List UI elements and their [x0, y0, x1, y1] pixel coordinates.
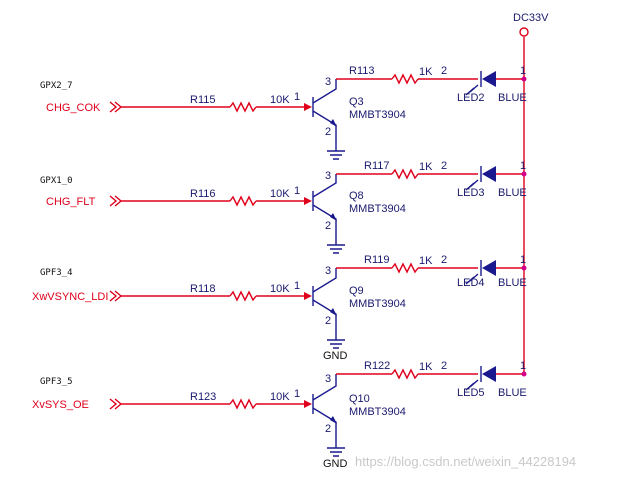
led-resistor: [391, 368, 419, 380]
collector-pin-number: 3: [325, 76, 331, 88]
base-driver: [109, 377, 346, 457]
base-driver: [109, 80, 346, 160]
led-light-icon: [465, 179, 479, 191]
transistor-part: MMBT3904: [349, 298, 406, 310]
led-light-icon: [465, 273, 479, 285]
base-resistor-ref: R123: [190, 391, 216, 403]
emitter-pin-number: 2: [325, 315, 331, 327]
led-resistor: [391, 168, 419, 180]
base-resistor-value: 10K: [270, 94, 290, 106]
led-resistor-value: 1K: [419, 161, 433, 173]
led-resistor-value: 1K: [419, 255, 433, 267]
led-resistor: [391, 73, 419, 85]
led-resistor: [391, 262, 419, 274]
led-color: BLUE: [498, 187, 527, 199]
base-resistor-value: 10K: [270, 283, 290, 295]
emitter-pin-number: 2: [325, 423, 331, 435]
base-resistor-value: 10K: [270, 188, 290, 200]
led-color: BLUE: [498, 92, 527, 104]
transistor-part: MMBT3904: [349, 109, 406, 121]
transistor-ref: Q3: [349, 96, 364, 108]
junction-dot: [521, 265, 527, 271]
collector-pin-number: 3: [325, 170, 331, 182]
anode-pin-number: 1: [520, 65, 526, 77]
led-ref: LED3: [457, 187, 485, 199]
base-resistor-ref: R116: [190, 188, 215, 200]
led-resistor-value: 1K: [419, 361, 433, 373]
base-resistor-value: 10K: [270, 391, 290, 403]
transistor-ref: Q10: [349, 393, 370, 405]
collector-pin-number: 3: [325, 265, 331, 277]
port-label: GPF3_4: [40, 268, 73, 278]
led-resistor-ref: R119: [364, 254, 389, 266]
led-light-icon: [465, 379, 479, 391]
led-light-icon: [465, 84, 479, 96]
port-label: GPX1_0: [40, 176, 73, 186]
led-pin-number: 2: [441, 360, 447, 372]
emitter-pin-number: 2: [325, 126, 331, 138]
collector-pin-number: 3: [325, 373, 331, 385]
led-ref: LED4: [457, 277, 485, 289]
transistor-part: MMBT3904: [349, 203, 406, 215]
base-pin-number: 1: [294, 91, 300, 103]
base-driver: [109, 269, 346, 349]
net-label: CHG_FLT: [46, 196, 96, 208]
led-diode-icon: [482, 260, 496, 276]
led-pin-number: 2: [441, 65, 447, 77]
base-resistor-ref: R115: [190, 94, 215, 106]
base-driver: [109, 174, 346, 254]
transistor-ref: Q9: [349, 285, 364, 297]
led-resistor-ref: R113: [349, 65, 374, 77]
led-color: BLUE: [498, 387, 527, 399]
led-diode-icon: [482, 71, 496, 87]
net-label: XwVSYNC_LDI: [32, 291, 108, 303]
transistor-ref: Q8: [349, 190, 364, 202]
anode-pin-number: 1: [520, 160, 526, 172]
junction-dot: [521, 371, 527, 377]
net-label: XvSYS_OE: [32, 399, 89, 411]
base-resistor-ref: R118: [190, 283, 215, 295]
supply-terminal: [519, 27, 529, 37]
base-pin-number: 1: [294, 388, 300, 400]
base-pin-number: 1: [294, 280, 300, 292]
led-resistor-value: 1K: [419, 66, 433, 78]
led-diode-icon: [482, 366, 496, 382]
port-label: GPF3_5: [40, 377, 73, 387]
port-label: GPX2_7: [40, 81, 73, 91]
supply-label: DC33V: [513, 12, 549, 24]
ground-label: GND: [323, 350, 348, 362]
led-pin-number: 2: [441, 254, 447, 266]
led-ref: LED5: [457, 387, 485, 399]
net-label: CHG_COK: [46, 102, 101, 114]
junction-dot: [521, 76, 527, 82]
anode-pin-number: 1: [520, 360, 526, 372]
led-ref: LED2: [457, 92, 485, 104]
anode-pin-number: 1: [520, 254, 526, 266]
led-pin-number: 2: [441, 160, 447, 172]
transistor-part: MMBT3904: [349, 406, 406, 418]
junction-dot: [521, 171, 527, 177]
ground-label: GND: [323, 458, 348, 470]
led-color: BLUE: [498, 277, 527, 289]
watermark-text: https://blog.csdn.net/weixin_44228194: [355, 454, 576, 469]
emitter-pin-number: 2: [325, 220, 331, 232]
led-resistor-ref: R117: [364, 160, 389, 172]
led-resistor-ref: R122: [364, 360, 390, 372]
base-pin-number: 1: [294, 185, 300, 197]
led-diode-icon: [482, 166, 496, 182]
